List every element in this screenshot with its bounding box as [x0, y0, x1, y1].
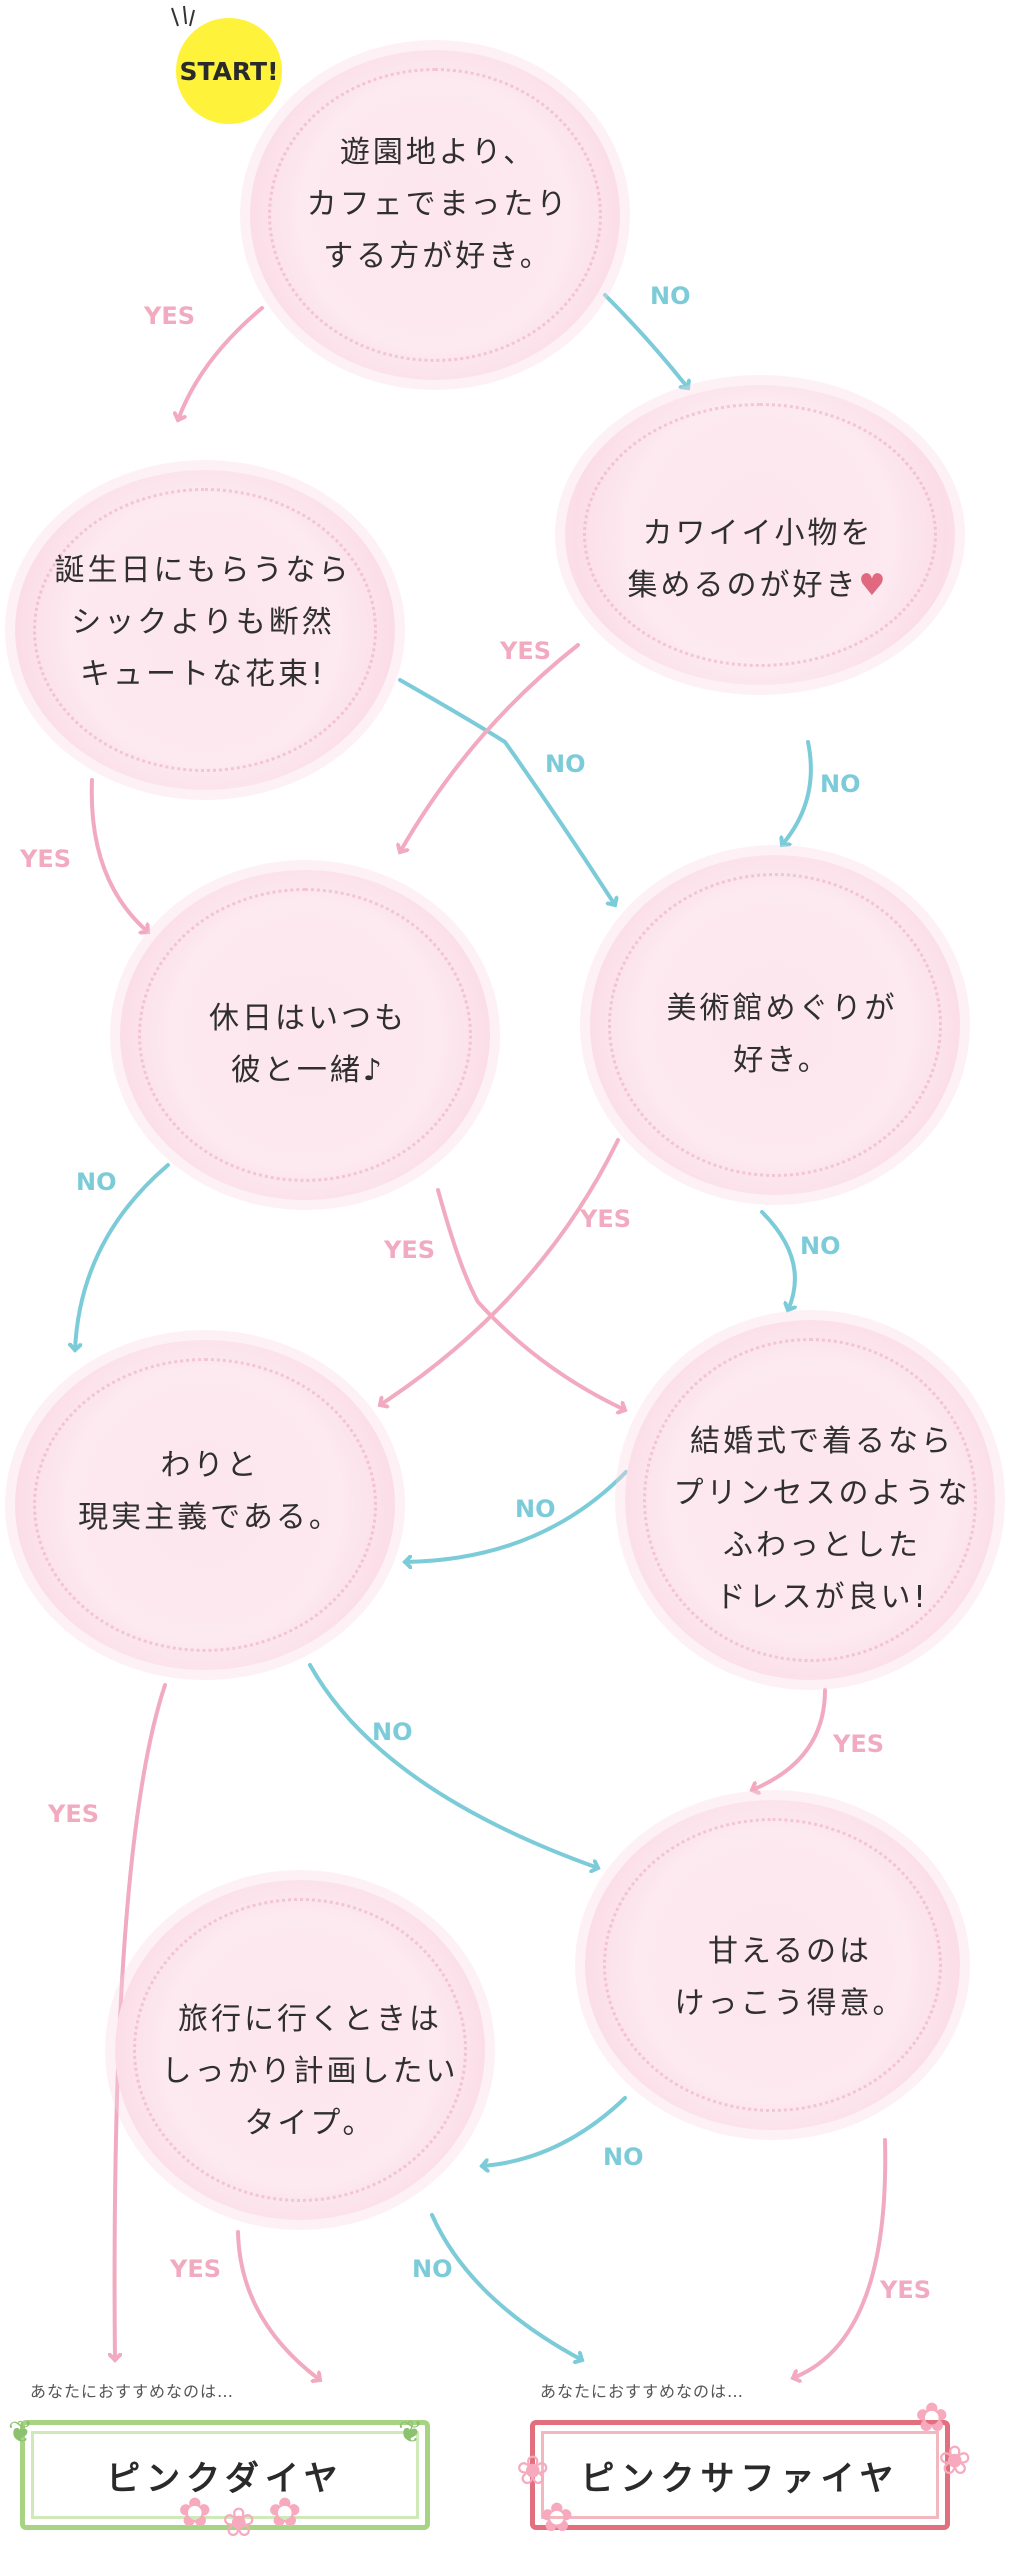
- flower-icon: ❀: [222, 2500, 256, 2546]
- question-bubble-q4: [120, 870, 490, 1200]
- arrow-q3-no: [782, 740, 813, 845]
- arrow-q4-yes: [436, 1188, 625, 1410]
- arrow-q4-no: [75, 1163, 170, 1350]
- question-bubble-q5: [590, 855, 960, 1195]
- question-bubble-q6: [15, 1340, 395, 1670]
- leaf-ornament-icon: ❦: [8, 2415, 34, 2450]
- arrow-q5-yes: [380, 1138, 620, 1405]
- label-q7-no: NO: [515, 1495, 556, 1523]
- question-q4: 休日はいつも 彼と一緒♪: [209, 1001, 407, 1088]
- arrow-q9-yes: [236, 2230, 320, 2380]
- question-bubble-q7: [625, 1320, 995, 1680]
- question-bubble-q3: [565, 385, 955, 685]
- leaf-ornament-icon: ❦: [398, 2415, 424, 2450]
- label-q2-yes: YES: [20, 845, 72, 873]
- question-q8: 甘えるのは けっこう得意。: [674, 1934, 906, 2021]
- question-bubble-q8: [585, 1800, 960, 2130]
- question-bubble-q2: [15, 470, 395, 790]
- arrow-q7-no: [405, 1470, 628, 1562]
- label-q9-no: NO: [412, 2255, 453, 2283]
- flower-icon: ✿: [540, 2495, 574, 2541]
- heart-icon: ♥: [858, 568, 889, 603]
- question-bubble-q1: [250, 50, 620, 380]
- question-q5: 美術館めぐりが 好き。: [666, 991, 898, 1078]
- flower-icon: ❀: [938, 2438, 972, 2484]
- arrow-q6-no: [308, 1663, 598, 1868]
- arrow-q5-no: [760, 1210, 795, 1310]
- label-q4-yes: YES: [384, 1236, 436, 1264]
- result-pink-diamond: ピンクダイヤ: [20, 2420, 430, 2530]
- label-q5-yes: YES: [580, 1205, 632, 1233]
- flower-icon: ❀: [516, 2448, 550, 2494]
- start-badge: START!: [176, 18, 282, 124]
- label-q1-no: NO: [650, 282, 691, 310]
- flower-icon: ✿: [268, 2490, 302, 2536]
- arrow-q9-no: [430, 2213, 582, 2360]
- flower-icon: ✿: [178, 2490, 212, 2536]
- label-q3-yes: YES: [500, 637, 552, 665]
- arrow-q7-yes: [752, 1688, 827, 1790]
- arrow-q3-yes: [400, 643, 580, 852]
- flower-icon: ✿: [915, 2395, 949, 2441]
- question-q3: カワイイ小物を 集めるのが好き♥: [628, 508, 889, 612]
- label-q2-no: NO: [545, 750, 586, 778]
- question-q2: 誕生日にもらうなら シックよりも断然 キュートな花束!: [54, 553, 352, 692]
- arrow-q1-yes: [178, 306, 264, 420]
- question-q6: わりと 現実主義である。: [78, 1448, 342, 1535]
- question-q1: 遊園地より、 カフェでまったり する方が好き。: [306, 135, 570, 274]
- result-caption-left: あなたにおすすめなのは…: [30, 2382, 235, 2401]
- result-title-pink-sapphire: ピンクサファイヤ: [580, 2458, 900, 2499]
- arrow-q2-no: [398, 678, 615, 905]
- question-q7: 結婚式で着るなら プリンセスのような ふわっとした ドレスが良い!: [673, 1424, 971, 1615]
- label-q8-yes: YES: [880, 2276, 932, 2304]
- arrow-q8-yes: [793, 2138, 888, 2378]
- label-q8-no: NO: [603, 2143, 644, 2171]
- result-pink-sapphire: ピンクサファイヤ: [530, 2420, 950, 2530]
- label-q4-no: NO: [76, 1168, 117, 1196]
- start-sparkle-icon: [171, 5, 195, 27]
- label-q6-yes: YES: [48, 1800, 100, 1828]
- label-q9-yes: YES: [170, 2255, 222, 2283]
- arrow-q1-no: [603, 293, 688, 388]
- label-q7-yes: YES: [833, 1730, 885, 1758]
- label-q5-no: NO: [800, 1232, 841, 1260]
- question-q9: 旅行に行くときは しっかり計画したい タイプ。: [161, 2002, 459, 2141]
- label-q6-no: NO: [372, 1718, 413, 1746]
- label-q3-no: NO: [820, 770, 861, 798]
- arrow-q8-no: [482, 2096, 627, 2166]
- result-caption-right: あなたにおすすめなのは…: [540, 2382, 745, 2401]
- result-title-pink-diamond: ピンクダイヤ: [106, 2458, 344, 2499]
- question-bubble-q9: [115, 1880, 485, 2220]
- arrow-q2-yes: [89, 778, 148, 932]
- label-q1-yes: YES: [144, 302, 196, 330]
- arrow-q6-yes: [115, 1683, 167, 2360]
